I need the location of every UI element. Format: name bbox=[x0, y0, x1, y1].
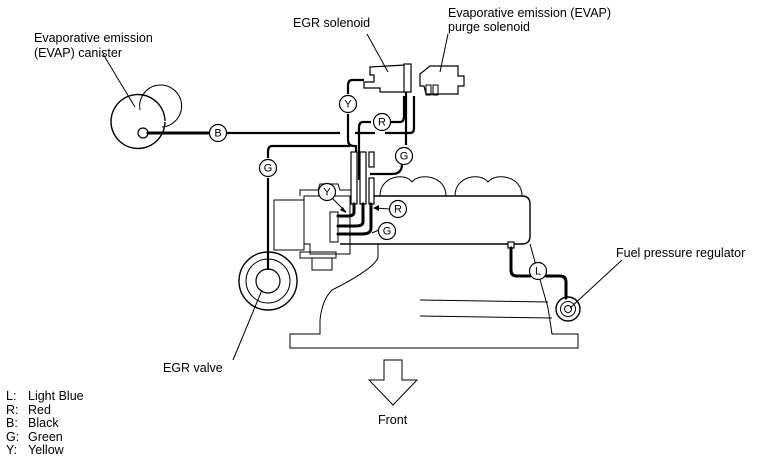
color-legend: L:Light Blue R:Red B:Black G:Green Y:Yel… bbox=[6, 389, 84, 458]
hose-tag-Y-solenoid: Y bbox=[338, 94, 358, 114]
label-evap-purge-solenoid-line2: purge solenoid bbox=[448, 20, 530, 34]
hose-tag-R-purge: R bbox=[372, 112, 392, 132]
label-front: Front bbox=[378, 413, 408, 427]
svg-text:L: L bbox=[535, 266, 541, 278]
legend-item: B:Black bbox=[6, 416, 59, 430]
hose-tag-G-solenoid: G bbox=[394, 146, 414, 166]
intake-manifold bbox=[289, 176, 579, 349]
svg-text:Y: Y bbox=[344, 99, 352, 111]
svg-text:G: G bbox=[400, 151, 409, 163]
label-egr-solenoid: EGR solenoid bbox=[293, 16, 370, 30]
front-arrow-icon bbox=[367, 359, 419, 406]
legend-item: L:Light Blue bbox=[6, 389, 84, 403]
svg-text:B: B bbox=[214, 128, 221, 140]
label-fuel-pressure-regulator: Fuel pressure regulator bbox=[616, 246, 745, 260]
label-evap-canister-line1: Evaporative emission bbox=[34, 31, 153, 45]
label-egr-valve: EGR valve bbox=[163, 361, 223, 375]
egr-solenoid bbox=[363, 63, 412, 93]
hose-tag-Y-throttle: Y bbox=[317, 182, 337, 202]
svg-text:G: G bbox=[264, 163, 273, 175]
svg-text:G: G bbox=[383, 226, 392, 238]
label-evap-purge-solenoid-line1: Evaporative emission (EVAP) bbox=[448, 6, 611, 20]
label-evap-canister-line2: (EVAP) canister bbox=[34, 46, 122, 60]
evap-canister bbox=[110, 84, 183, 150]
evap-purge-solenoid bbox=[419, 65, 465, 96]
legend-item: Y:Yellow bbox=[6, 443, 64, 457]
svg-text:R: R bbox=[394, 204, 402, 216]
legend-item: R:Red bbox=[6, 402, 51, 417]
leader-lines bbox=[102, 33, 623, 361]
hose-tag-G-egr-valve: G bbox=[258, 158, 278, 178]
hose-tag-L: L bbox=[528, 261, 548, 281]
hoses bbox=[146, 78, 568, 300]
hose-tag-B: B bbox=[208, 123, 228, 143]
hose-tag-G-throttle: G bbox=[377, 221, 397, 241]
svg-text:R: R bbox=[378, 117, 386, 129]
svg-text:Y: Y bbox=[323, 187, 331, 199]
hose-tag-R-throttle: R bbox=[388, 199, 408, 219]
fuel-pressure-regulator bbox=[555, 296, 581, 322]
legend-item: G:Green bbox=[6, 429, 63, 444]
